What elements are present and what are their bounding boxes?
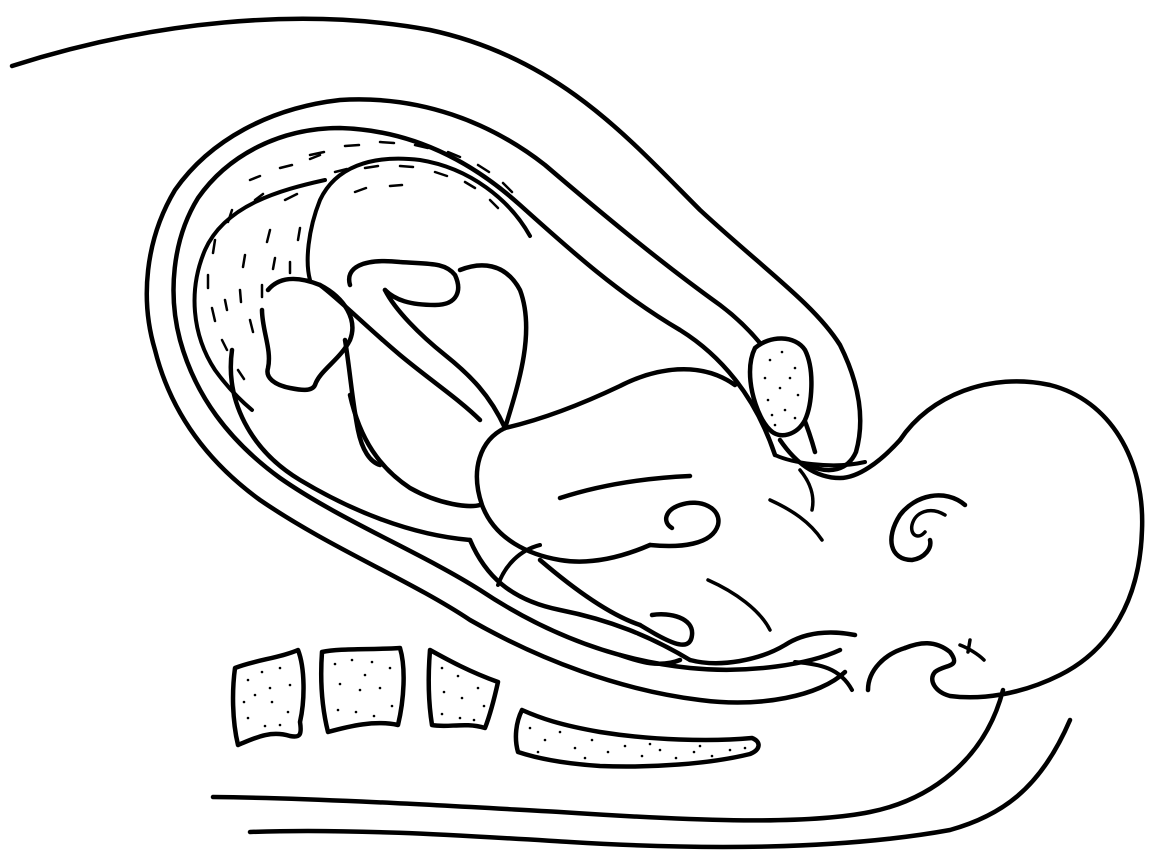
bone-sacrum (516, 710, 759, 767)
placenta-outline (195, 180, 325, 410)
fetus-forearm-upper (560, 476, 690, 498)
fetus-ear-inner (912, 511, 945, 536)
fetus-head (900, 381, 1142, 697)
fetus-belly (690, 632, 855, 663)
bone-vertebra-3 (429, 650, 498, 728)
uterus-outer-wall (147, 99, 845, 702)
fetus-eye (960, 640, 984, 660)
bone-vertebra-2 (321, 648, 403, 732)
maternal-outer-contour (12, 19, 860, 470)
fetus-body-crease-2 (708, 580, 770, 630)
fetus-chin (868, 648, 905, 690)
placenta (195, 142, 530, 410)
fetus-hand-left (262, 279, 352, 390)
fetus-ear (891, 495, 965, 560)
placenta-texture (208, 142, 512, 379)
fetus-knee-leg (350, 395, 480, 506)
fetus (231, 261, 1142, 697)
fetus-neck (780, 440, 900, 478)
fetus-body-crease-3 (800, 470, 813, 510)
bone-vertebra-1 (233, 650, 304, 745)
fetus-hand-upper (650, 503, 718, 546)
fetus-foot-upper (349, 261, 458, 305)
fetus-back (505, 369, 735, 428)
